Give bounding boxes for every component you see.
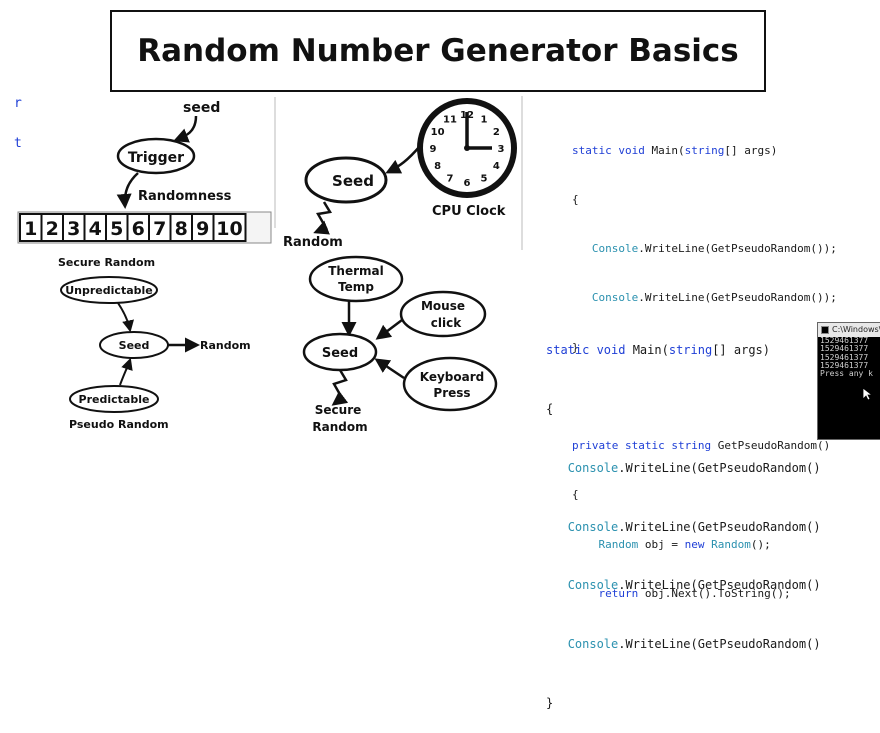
console-line-5: Press any k bbox=[820, 369, 873, 379]
stray-char-2: t bbox=[14, 136, 22, 151]
console-title: C:\Windows\ bbox=[832, 325, 880, 334]
arrow-seed-random bbox=[313, 201, 333, 235]
trigger-node bbox=[116, 137, 196, 175]
thermal-label-1: Thermal bbox=[328, 264, 384, 278]
arrow-clock-seed bbox=[385, 145, 421, 174]
clock-number: 2 bbox=[493, 127, 500, 138]
arrow-seed-secure bbox=[331, 369, 349, 406]
number-cell-label: 5 bbox=[110, 218, 123, 240]
console-icon bbox=[821, 326, 829, 334]
code-top-line-4: Console.WriteLine(GetPseudoRandom()); bbox=[591, 291, 837, 305]
arrow-predictable-seed bbox=[119, 357, 133, 386]
secure-seed-label: Seed bbox=[119, 339, 150, 352]
secure-label-1: Secure bbox=[315, 403, 362, 417]
console-line-1: 1529461377 bbox=[820, 336, 869, 345]
number-cell bbox=[212, 213, 247, 242]
console-titlebar[interactable]: C:\Windows\ bbox=[818, 323, 880, 337]
code-bottom-line-6: Console.WriteLine(GetPseudoRandom() bbox=[567, 637, 821, 652]
arrow-mouse-seed bbox=[375, 319, 403, 340]
code-bottom-line-1: static void Main(string[] args) bbox=[546, 343, 770, 358]
code-top-line-1: static void Main(string[] args) bbox=[572, 143, 778, 157]
code-bottom-line-5: Console.WriteLine(GetPseudoRandom() bbox=[567, 578, 821, 593]
unpredictable-label: Unpredictable bbox=[65, 284, 152, 297]
clock-number: 8 bbox=[434, 161, 441, 172]
clock-seed-label: Seed bbox=[332, 172, 374, 190]
sources-seed-label: Seed bbox=[322, 346, 358, 361]
code-bottom-line-4: Console.WriteLine(GetPseudoRandom() bbox=[567, 519, 821, 534]
predictable-node bbox=[69, 385, 159, 413]
mouse-label-1: Mouse bbox=[421, 299, 465, 313]
clock-number: 3 bbox=[498, 144, 505, 155]
code-top-line-3: Console.WriteLine(GetPseudoRandom()); bbox=[591, 242, 837, 256]
clock-number: 9 bbox=[430, 144, 437, 155]
arrow-trigger-number bbox=[116, 172, 139, 209]
mouse-node bbox=[399, 290, 487, 338]
console-window[interactable]: C:\Windows\ 1529461377 1529461377 152946… bbox=[817, 322, 880, 440]
number-cell-label: 2 bbox=[46, 218, 59, 240]
seed-label: seed bbox=[183, 100, 220, 116]
console-line-2: 1529461377 bbox=[820, 344, 869, 354]
secure-label-2: Random bbox=[312, 420, 367, 434]
code-bottom: static void Main(string[] args) { Consol… bbox=[546, 302, 821, 733]
clock-pivot bbox=[464, 145, 470, 151]
clock-random-label: Random bbox=[283, 235, 343, 250]
clock-number: 11 bbox=[443, 115, 457, 126]
clock-number: 7 bbox=[447, 173, 454, 184]
clock-number: 4 bbox=[493, 161, 500, 172]
keyboard-label-1: Keyboard bbox=[420, 370, 485, 384]
panel-clock: Seed Random 121234567891011 CPU Clock bbox=[283, 98, 517, 250]
arrow-keyboard-seed bbox=[374, 358, 405, 380]
number-cell-label: 4 bbox=[89, 218, 102, 240]
code-top-line-5: } bbox=[572, 340, 579, 354]
secure-random-label: Secure Random bbox=[58, 256, 155, 269]
number-cell-label: 9 bbox=[196, 218, 209, 240]
title-box: Random Number Generator Basics bbox=[110, 10, 766, 92]
secure-random-out-label: Random bbox=[200, 339, 251, 352]
pseudo-random-label: Pseudo Random bbox=[69, 418, 169, 431]
thermal-label-2: Temp bbox=[338, 280, 374, 294]
arrow-seed-trigger bbox=[173, 115, 198, 143]
number-cell-label: 6 bbox=[132, 218, 145, 240]
arrow-unpredictable-seed bbox=[117, 302, 134, 333]
console-line-3: 1529461377 bbox=[820, 352, 869, 362]
number-cell-label: 1 bbox=[24, 218, 37, 240]
keyboard-label-2: Press bbox=[433, 386, 470, 400]
code-bottom-line-2: { bbox=[546, 401, 554, 416]
clock-number: 6 bbox=[464, 178, 471, 189]
number-cell-label: 8 bbox=[175, 218, 188, 240]
cpu-clock-label: CPU Clock bbox=[432, 204, 506, 219]
number-cell-label: 7 bbox=[153, 218, 166, 240]
stray-char-1: r bbox=[14, 96, 22, 111]
code-bottom-line-3: Console.WriteLine(GetPseudoRandom() bbox=[567, 460, 821, 475]
clock-number: 5 bbox=[481, 173, 488, 184]
mouse-cursor-icon bbox=[862, 387, 872, 401]
console-line-4: 1529461377 bbox=[820, 360, 869, 370]
clock-seed-node bbox=[304, 156, 388, 204]
panel-sources: Thermal Temp Mouse click Seed Keyboard P… bbox=[302, 255, 498, 434]
title: Random Number Generator Basics bbox=[137, 33, 739, 69]
randomness-label: Randomness bbox=[138, 189, 232, 204]
code-bottom-line-7: } bbox=[546, 695, 554, 710]
clock-number: 1 bbox=[481, 115, 488, 126]
panel-secure-pseudo: Secure Random Unpredictable Seed Random … bbox=[58, 256, 251, 431]
clock-number: 10 bbox=[431, 127, 445, 138]
keyboard-node bbox=[402, 356, 498, 412]
number-cell-label: 3 bbox=[67, 218, 80, 240]
thermal-node bbox=[308, 255, 404, 303]
trigger-label: Trigger bbox=[128, 150, 184, 166]
number-cell-label: 10 bbox=[216, 218, 242, 240]
code-top-line-2: { bbox=[572, 193, 579, 207]
unpredictable-node bbox=[60, 276, 158, 304]
predictable-label: Predictable bbox=[79, 393, 150, 406]
mouse-label-2: click bbox=[431, 316, 462, 330]
